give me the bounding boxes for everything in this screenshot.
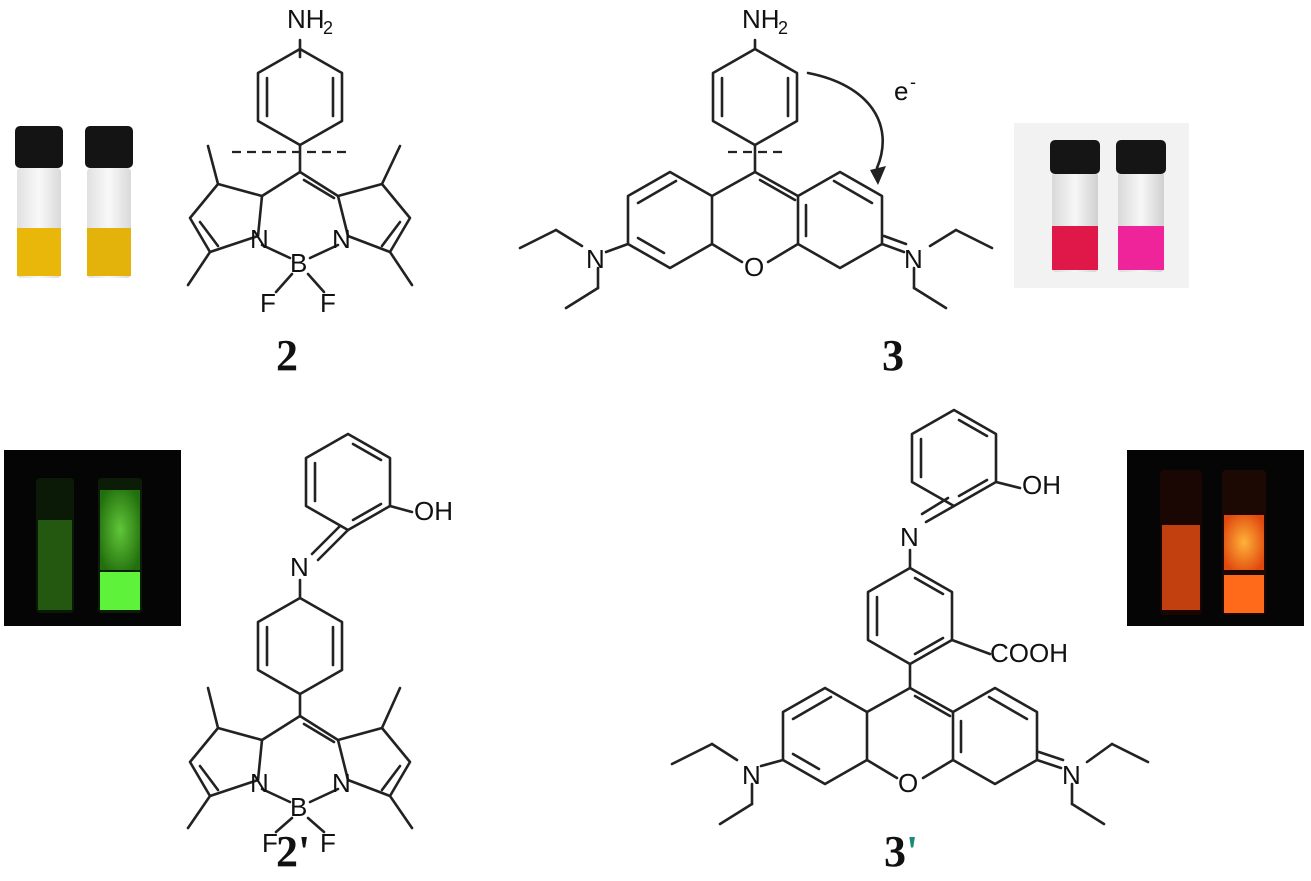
nitrogen-right: N [904, 244, 923, 274]
vial-left [15, 126, 63, 278]
structure-2-prime: OH N N N B F F 2' [186, 432, 453, 876]
vial-left [1050, 140, 1100, 272]
nitrogen-right: N [332, 768, 351, 798]
vial-right [85, 126, 133, 278]
carboxyl-label: COOH [990, 638, 1068, 668]
nitrogen-left: N [586, 244, 605, 274]
amine-label: NH [742, 4, 780, 34]
fluorine-left: F [260, 288, 276, 318]
imine-nitrogen: N [900, 522, 919, 552]
fluorine-right: F [320, 828, 336, 858]
compound-label-3-prime: 3' [884, 827, 918, 876]
hydroxyl-label: OH [1022, 470, 1061, 500]
electron-label: e [894, 76, 908, 106]
compound-label-3-prime-mark: ' [906, 827, 918, 876]
amine-subscript: 2 [323, 18, 333, 38]
structure-3: e - NH 2 N O N 3 [518, 4, 994, 380]
fluorine-left: F [262, 828, 278, 858]
electron-superscript: - [910, 72, 916, 92]
structure-2: NH 2 N N B F F 2 [186, 4, 414, 380]
compound-label-2-prime: 2' [276, 827, 310, 876]
oxygen-atom: O [744, 252, 764, 282]
vials-orange-fluorescence-photo [1127, 450, 1304, 626]
amine-label: NH [287, 4, 325, 34]
structure-3-prime: OH N COOH [670, 408, 1150, 876]
boron-atom: B [290, 248, 307, 278]
boron-atom: B [290, 792, 307, 822]
amine-subscript: 2 [778, 18, 788, 38]
fluorine-right: F [320, 288, 336, 318]
hydroxyl-label: OH [414, 496, 453, 526]
nitrogen-left: N [742, 760, 761, 790]
compound-label-3: 3 [882, 331, 904, 380]
nitrogen-right: N [1062, 760, 1081, 790]
vial-right [1116, 140, 1166, 272]
nitrogen-left: N [250, 768, 269, 798]
oxygen-atom: O [898, 768, 918, 798]
nitrogen-left: N [250, 224, 269, 254]
compound-label-2: 2 [276, 331, 298, 380]
compound-label-3-prime-main: 3 [884, 827, 906, 876]
imine-nitrogen: N [290, 552, 309, 582]
vials-pink-photo [1014, 123, 1189, 288]
vials-green-fluorescence-photo [4, 450, 181, 626]
nitrogen-right: N [332, 224, 351, 254]
vials-yellow-photo [0, 112, 165, 302]
